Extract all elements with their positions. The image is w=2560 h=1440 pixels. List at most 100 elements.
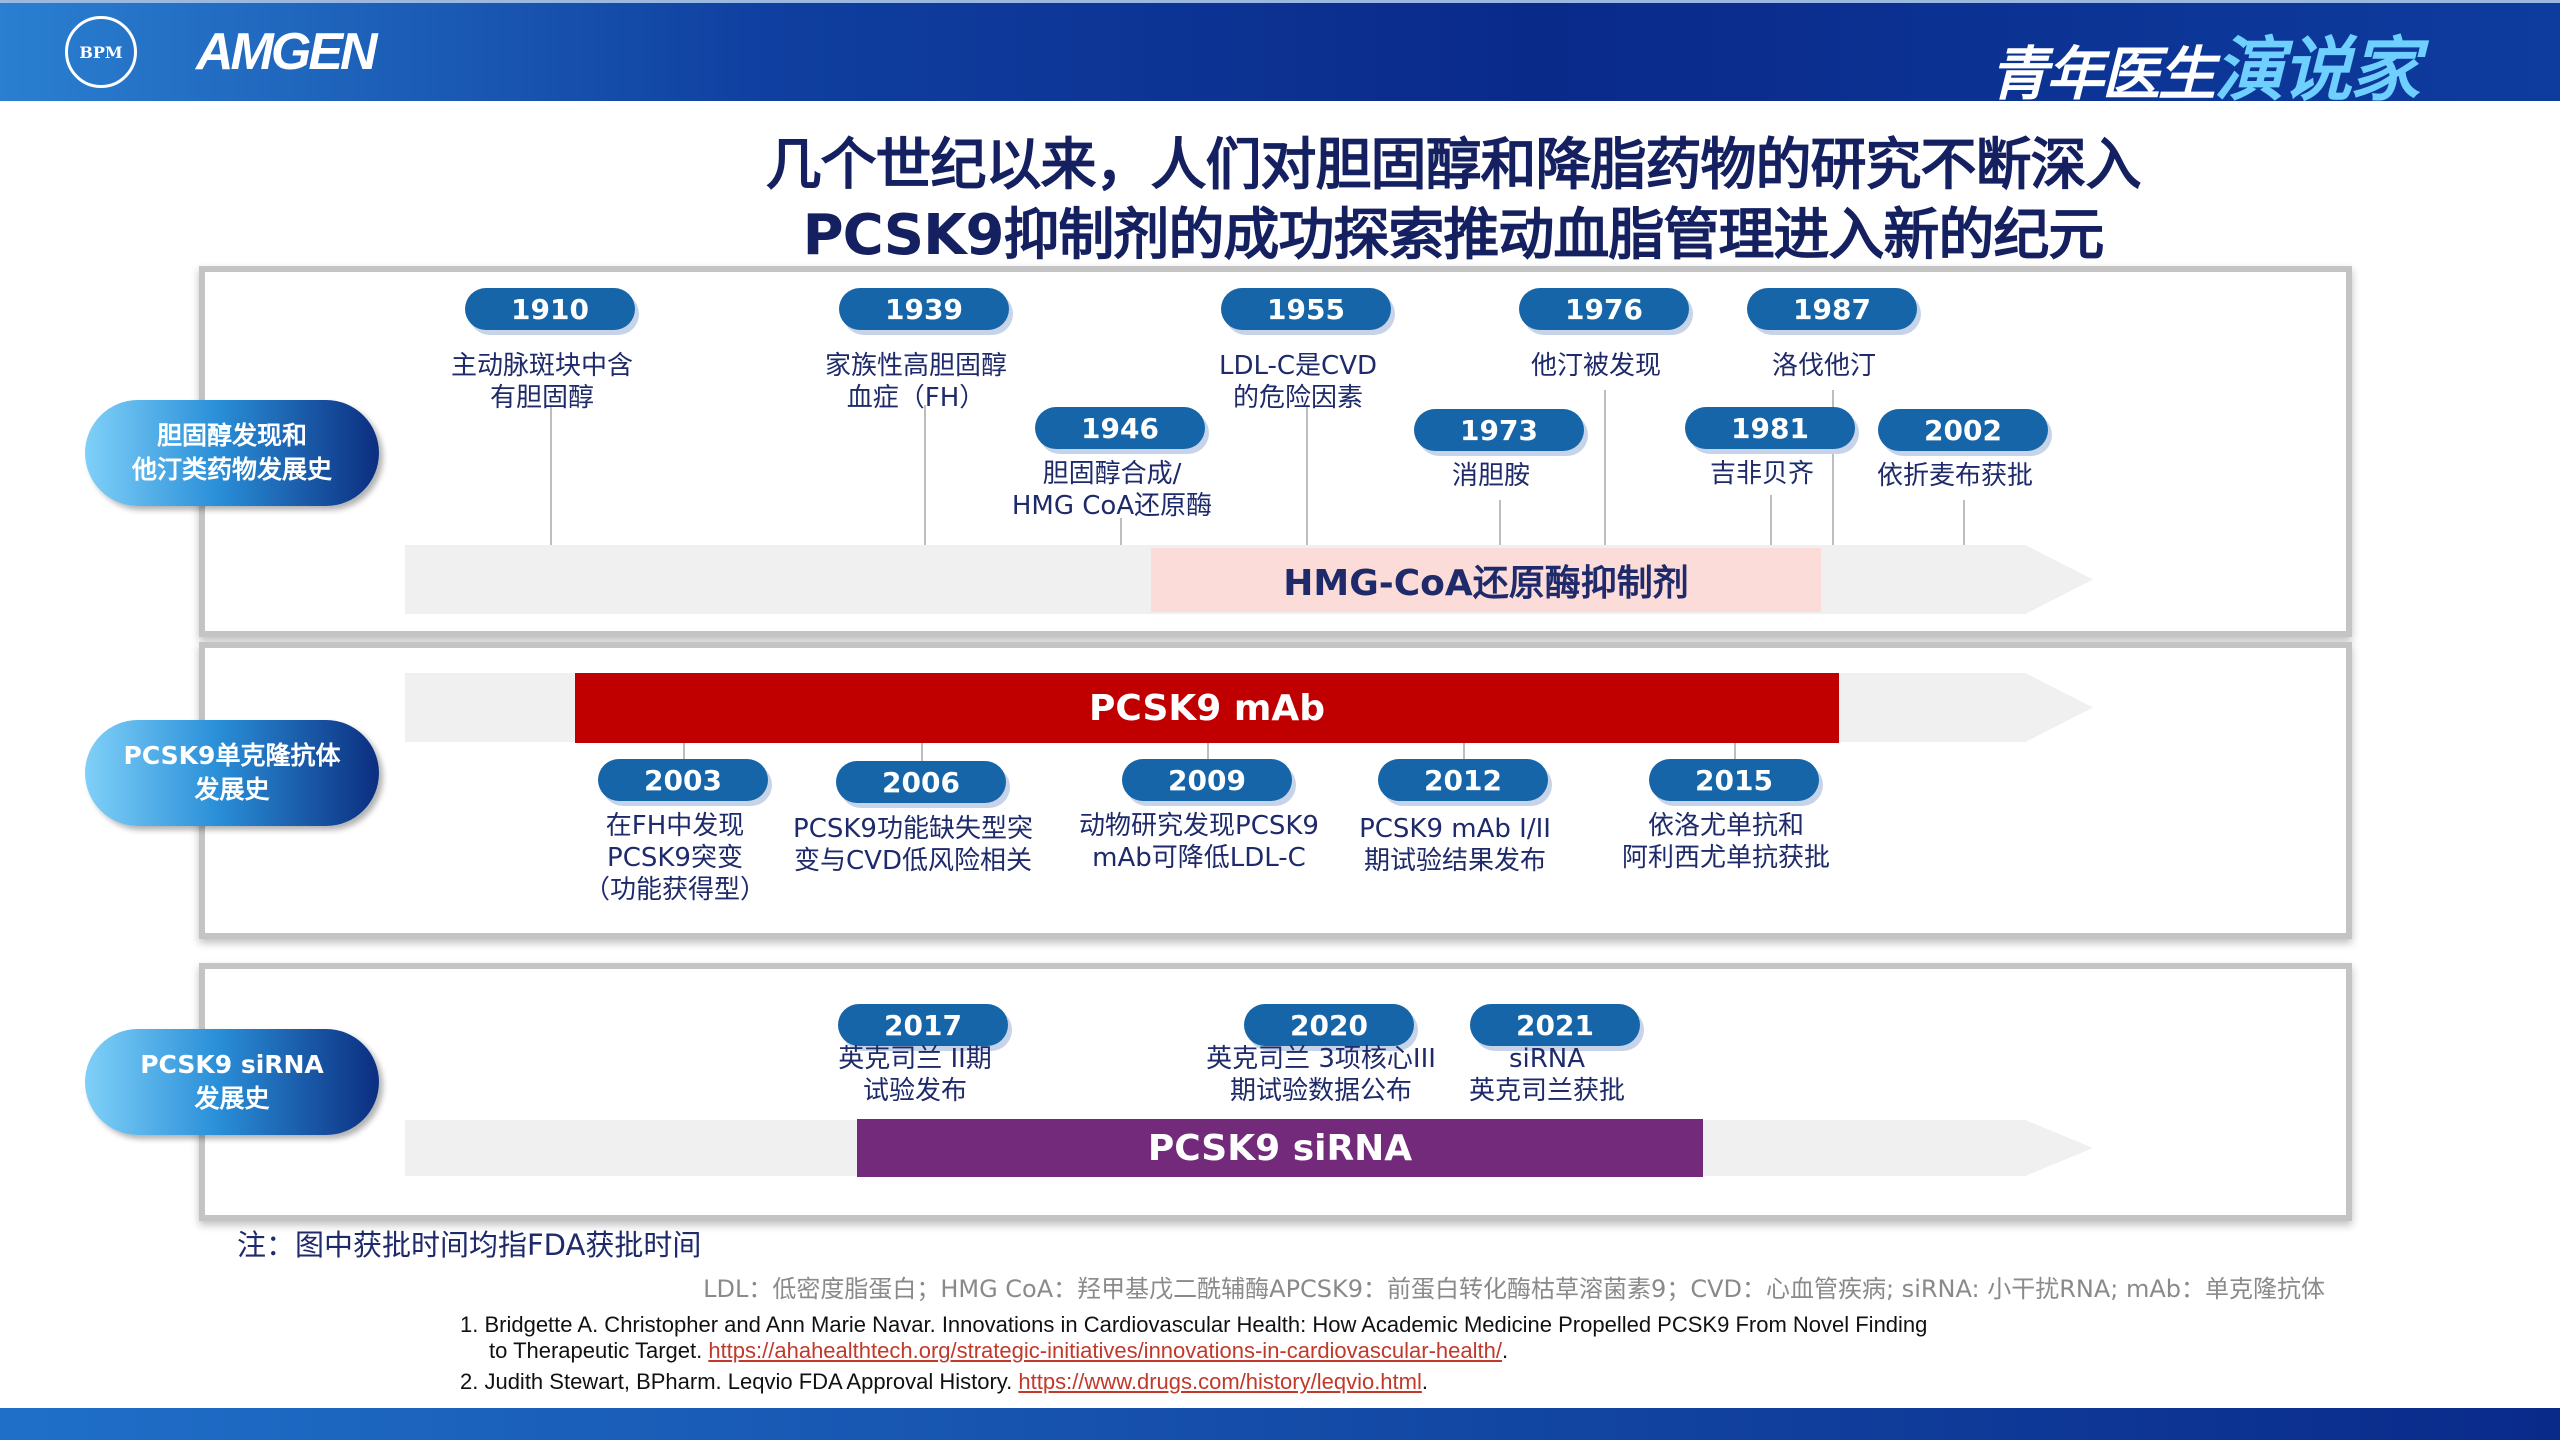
event-description: 胆固醇合成/HMG CoA还原酶	[962, 458, 1262, 522]
label-line: PCSK9 siRNA	[140, 1050, 324, 1080]
connector-line	[1832, 390, 1834, 545]
bottom-bar	[0, 1408, 2560, 1440]
year-badge: 2009	[1122, 759, 1292, 801]
page-title-line2: PCSK9抑制剂的成功探索推动血脂管理进入新的纪元	[802, 203, 2105, 268]
year-badge: 1976	[1519, 288, 1689, 330]
event-description: 家族性高胆固醇血症（FH）	[766, 350, 1066, 414]
event-text-line: 期试验结果发布	[1363, 846, 1546, 876]
event-text-line: （功能获得型）	[583, 875, 766, 905]
event-description: PCSK9功能缺失型突变与CVD低风险相关	[763, 813, 1063, 877]
label-line: PCSK9单克隆抗体	[123, 741, 341, 771]
brand-logo: 青年医生演说家	[1990, 14, 2420, 115]
event-text-line: 有胆固醇	[489, 383, 594, 413]
year-badge: 1939	[839, 288, 1009, 330]
year-badge: 2006	[836, 761, 1006, 803]
event-text-line: 吉非贝齐	[1709, 459, 1814, 489]
hmg-coa-bar: HMG-CoA还原酶抑制剂	[1151, 548, 1821, 612]
year-badge: 2015	[1649, 759, 1819, 801]
reference-text: 2. Judith Stewart, BPharm. Leqvio FDA Ap…	[460, 1369, 1019, 1394]
section-label-mab: PCSK9单克隆抗体发展史	[85, 720, 379, 826]
event-text-line: siRNA	[1508, 1044, 1586, 1074]
event-text-line: 依折麦布获批	[1876, 461, 2033, 491]
reference-text: to Therapeutic Target.	[489, 1338, 709, 1363]
event-text-line: 洛伐他汀	[1771, 351, 1876, 381]
event-text-line: HMG CoA还原酶	[1011, 491, 1213, 521]
pcsk9-mab-bar: PCSK9 mAb	[575, 673, 1839, 743]
year-badge: 2012	[1378, 759, 1548, 801]
year-badge: 1910	[465, 288, 635, 330]
event-text-line: 英克司兰获批	[1468, 1076, 1625, 1106]
reference-2: 2. Judith Stewart, BPharm. Leqvio FDA Ap…	[460, 1369, 1428, 1394]
year-badge: 2021	[1470, 1004, 1640, 1046]
event-text-line: LDL-C是CVD	[1218, 351, 1378, 381]
connector-line	[1770, 495, 1772, 545]
reference-link[interactable]: https://www.drugs.com/history/leqvio.htm…	[1018, 1369, 1422, 1394]
year-badge: 1981	[1685, 407, 1855, 449]
connector-line	[550, 405, 552, 545]
page-title-line1: 几个世纪以来，人们对胆固醇和降脂药物的研究不断深入	[765, 133, 2142, 198]
event-text-line: 变与CVD低风险相关	[794, 846, 1032, 876]
year-badge: 1973	[1414, 409, 1584, 451]
connector-line	[1207, 743, 1209, 759]
footnote: 注：图中获批时间均指FDA获批时间	[237, 1228, 702, 1262]
bpm-logo: BPM	[65, 16, 137, 88]
connector-line	[921, 743, 923, 761]
connector-line	[683, 743, 685, 759]
connector-line	[1463, 743, 1465, 759]
event-text-line: mAb可降低LDL-C	[1092, 843, 1306, 873]
event-text-line: 消胆胺	[1451, 461, 1530, 491]
section-label-statins: 胆固醇发现和他汀类药物发展史	[85, 400, 379, 506]
event-text-line: PCSK9功能缺失型突	[793, 814, 1033, 844]
event-description: 他汀被发现	[1446, 350, 1746, 382]
event-description: 主动脉斑块中含有胆固醇	[392, 350, 692, 414]
connector-line	[1120, 518, 1122, 545]
abbreviations: LDL：低密度脂蛋白；HMG CoA：羟甲基戊二酰辅酶APCSK9：前蛋白转化酶…	[703, 1275, 2325, 1303]
connector-line	[1604, 390, 1606, 545]
connector-line	[924, 405, 926, 545]
event-text-line: PCSK9 mAb I/II	[1359, 814, 1551, 844]
event-text-line: PCSK9突变	[607, 843, 743, 873]
year-badge: 2003	[598, 759, 768, 801]
brand-part2: 演说家	[2214, 29, 2420, 111]
event-text-line: 依洛尤单抗和	[1647, 811, 1804, 841]
event-text-line: 动物研究发现PCSK9	[1079, 811, 1319, 841]
event-text-line: 家族性高胆固醇	[824, 351, 1007, 381]
event-text-line: 胆固醇合成/	[1042, 459, 1182, 489]
event-text-line: 英克司兰 II期	[838, 1044, 992, 1074]
label-line: 发展史	[194, 775, 270, 804]
year-badge: 1987	[1747, 288, 1917, 330]
connector-line	[1734, 743, 1736, 759]
brand-part1: 青年医生	[1990, 40, 2216, 108]
connector-line	[1499, 500, 1501, 545]
reference-1: 1. Bridgette A. Christopher and Ann Mari…	[460, 1312, 1928, 1363]
event-text-line: 的危险因素	[1232, 383, 1363, 413]
event-text-line: 他汀被发现	[1530, 351, 1661, 381]
event-description: 消胆胺	[1341, 460, 1641, 492]
amgen-logo: AMGEN	[196, 23, 378, 81]
year-badge: 2002	[1878, 409, 2048, 451]
event-description: 吉非贝齐	[1612, 458, 1912, 490]
event-text-line: 英克司兰 3项核心III	[1206, 1044, 1436, 1074]
connector-line	[1963, 500, 1965, 545]
year-badge: 2020	[1244, 1004, 1414, 1046]
event-text-line: 期试验数据公布	[1229, 1076, 1412, 1106]
reference-text: 1. Bridgette A. Christopher and Ann Mari…	[460, 1312, 1928, 1337]
event-text-line: 在FH中发现	[605, 811, 745, 841]
event-description: 洛伐他汀	[1674, 350, 1974, 382]
label-line: 他汀类药物发展史	[131, 455, 332, 484]
reference-link[interactable]: https://ahahealthtech.org/strategic-init…	[708, 1338, 1502, 1363]
event-description: 英克司兰 II期试验发布	[765, 1043, 1065, 1107]
pcsk9-sirna-bar: PCSK9 siRNA	[857, 1119, 1703, 1177]
event-description: 依折麦布获批	[1805, 460, 2105, 492]
event-description: 依洛尤单抗和阿利西尤单抗获批	[1576, 810, 1876, 874]
event-text-line: 试验发布	[862, 1076, 967, 1106]
event-text-line: 阿利西尤单抗获批	[1621, 843, 1830, 873]
connector-line	[1306, 405, 1308, 545]
